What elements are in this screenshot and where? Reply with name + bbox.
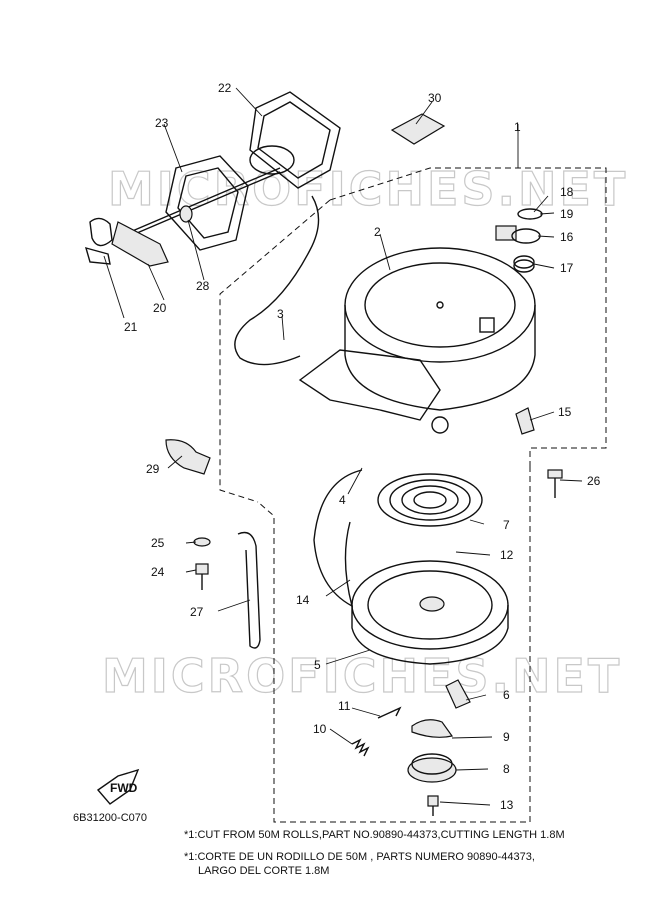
- callout-18: 18: [560, 185, 574, 199]
- callout-28: 28: [196, 279, 210, 293]
- bolt-24: [195, 563, 209, 590]
- callout-numbers: 1 2 3 4 5 6 7 8 9 10 11 12 13 14 15 16 1…: [124, 81, 601, 812]
- callout-20: 20: [153, 301, 167, 315]
- callout-23: 23: [155, 116, 169, 130]
- footnote-spanish: *1:CORTE DE UN RODILLO DE 50M , PARTS NU…: [184, 851, 535, 863]
- callout-15: 15: [558, 405, 572, 419]
- callout-26: 26: [587, 474, 601, 488]
- callout-16: 16: [560, 230, 574, 244]
- label-sticker: [390, 113, 446, 145]
- lever-rod-assembly: [84, 167, 281, 267]
- return-spring: [351, 738, 370, 757]
- callout-21: 21: [124, 320, 138, 334]
- callout-29: 29: [146, 462, 160, 476]
- drive-cover: [407, 753, 457, 783]
- fwd-arrow-icon: FWD: [96, 768, 140, 805]
- grommet-large: [249, 91, 341, 189]
- callout-5: 5: [314, 658, 321, 672]
- assembly-boundary-upper: [219, 167, 607, 503]
- callout-8: 8: [503, 762, 510, 776]
- callout-14: 14: [296, 593, 310, 607]
- footnote-spanish-continued: LARGO DEL CORTE 1.8M: [198, 865, 330, 877]
- callout-22: 22: [218, 81, 232, 95]
- grommet-small: [165, 155, 249, 251]
- callout-10: 10: [313, 722, 327, 736]
- assembly-boundary-lower: [257, 466, 531, 823]
- leader-lines: [103, 87, 583, 806]
- callout-19: 19: [560, 207, 574, 221]
- callout-3: 3: [277, 307, 284, 321]
- clip: [165, 439, 211, 475]
- callout-27: 27: [190, 605, 204, 619]
- callout-30: 30: [428, 91, 442, 105]
- sheave-drum: [351, 560, 509, 665]
- bolt-13: [427, 795, 439, 816]
- callout-17: 17: [560, 261, 574, 275]
- callout-11: 11: [338, 699, 351, 713]
- pawl: [445, 679, 471, 709]
- watermark-bottom: MICROFICHES.NET: [102, 649, 622, 703]
- callout-2: 2: [374, 225, 381, 239]
- callout-4: 4: [339, 493, 346, 507]
- starter-housing: [298, 247, 536, 434]
- starter-rope: [313, 469, 363, 608]
- svg-text:FWD: FWD: [110, 781, 138, 795]
- lock-cable: [234, 195, 320, 366]
- callout-12: 12: [500, 548, 514, 562]
- callout-25: 25: [151, 536, 165, 550]
- spiral-spring: [377, 473, 483, 527]
- callout-7: 7: [503, 518, 510, 532]
- washer: [193, 537, 211, 547]
- callout-6: 6: [503, 688, 510, 702]
- callout-24: 24: [151, 565, 165, 579]
- callout-9: 9: [503, 730, 510, 744]
- clip-spring: [377, 706, 402, 719]
- callout-13: 13: [500, 798, 514, 812]
- callout-1: 1: [514, 120, 521, 134]
- hose: [237, 531, 261, 649]
- diagram-code: 6B31200-C070: [73, 812, 148, 824]
- pin: [515, 407, 535, 435]
- footnote-english: *1:CUT FROM 50M ROLLS,PART NO.90890-4437…: [184, 829, 565, 841]
- watermark-top: MICROFICHES.NET: [108, 162, 628, 216]
- bolt-26: [547, 469, 563, 498]
- drive-plate: [411, 719, 454, 738]
